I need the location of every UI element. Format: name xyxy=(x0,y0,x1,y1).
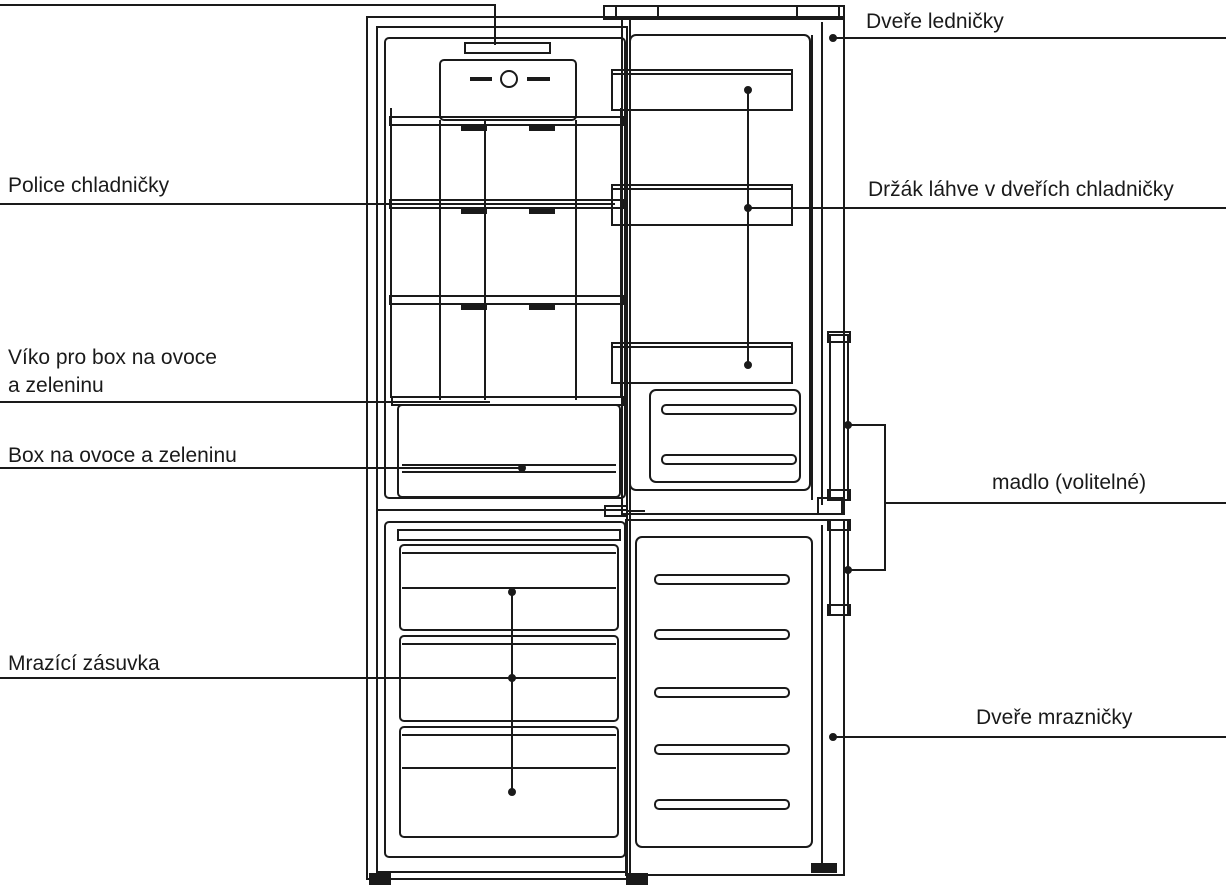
fridge-interior xyxy=(389,42,625,498)
control-panel xyxy=(439,59,577,121)
freezer-drawer-1 xyxy=(399,544,619,631)
fridge-door-liner xyxy=(629,34,811,491)
leader-lines xyxy=(0,4,1226,738)
label-handle: madlo (volitelné) xyxy=(992,471,1147,494)
light-cover xyxy=(464,42,551,54)
leader-handle xyxy=(848,424,886,571)
fridge-shelf-3 xyxy=(389,295,624,305)
thermostat-knob xyxy=(500,70,518,88)
label-fridge-shelf: Police chladničky xyxy=(8,174,170,197)
fridge-door-outer xyxy=(621,16,845,515)
freezer-drawer-3 xyxy=(399,726,619,838)
door-bin-2 xyxy=(611,184,793,226)
foot-left xyxy=(369,873,391,885)
freezer-compartment xyxy=(384,521,626,858)
label-crisper-box: Box na ovoce a zeleninu xyxy=(8,444,237,467)
cabinet-outer xyxy=(366,16,631,880)
freezer-drawer-2 xyxy=(399,635,619,722)
label-bottle-holder: Držák láhve v dveřích chladničky xyxy=(868,178,1174,201)
leader-top-left xyxy=(0,4,496,45)
freezer-door-drawing xyxy=(625,519,845,876)
fridge-door-drawing xyxy=(603,5,845,515)
label-fridge-door: Dveře ledničky xyxy=(866,10,1004,33)
cabinet xyxy=(366,16,648,885)
handle-upper xyxy=(829,334,849,501)
freezer-drawers xyxy=(397,529,621,838)
door-bin-1 xyxy=(611,69,793,111)
freezer-door-liner xyxy=(635,536,813,848)
cabinet-inner xyxy=(376,26,628,873)
label-freezer-drawer: Mrazící zásuvka xyxy=(8,652,160,675)
handles xyxy=(604,331,852,616)
freezer-door-outer xyxy=(625,519,845,876)
fridge-compartment xyxy=(384,37,626,499)
label-crisper-lid-1: Víko pro box na ovoce xyxy=(8,346,217,369)
label-freezer-door: Dveře mrazničky xyxy=(976,706,1133,729)
label-crisper-lid-2: a zeleninu xyxy=(8,374,104,397)
door-bin-3 xyxy=(611,342,793,384)
crisper-box xyxy=(397,404,621,498)
